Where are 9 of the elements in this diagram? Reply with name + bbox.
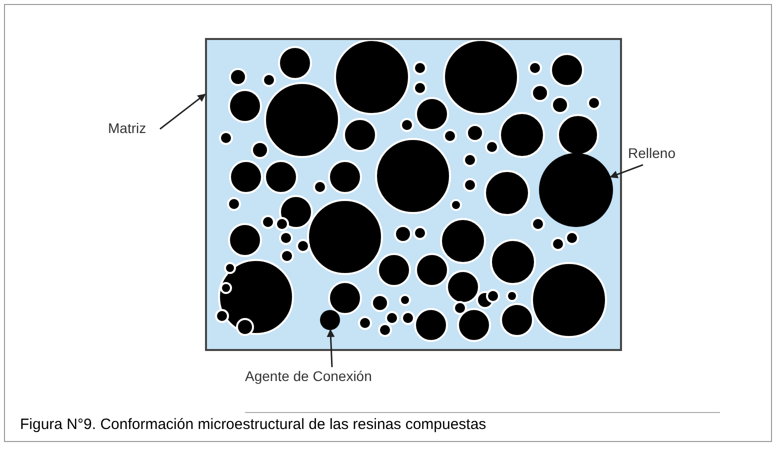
leader-line [326, 329, 335, 368]
leader-line [610, 164, 644, 178]
callout-label: Agente de Conexión [245, 368, 395, 386]
filler-particle [539, 153, 613, 227]
figure-caption: Figura N°9. Conformación microestructural de las resinas compuestas [20, 416, 486, 433]
callout-label: Matriz [108, 120, 158, 138]
callout-label: Relleno [628, 145, 688, 163]
coupled-particle [320, 310, 340, 330]
leader-line [160, 94, 206, 130]
